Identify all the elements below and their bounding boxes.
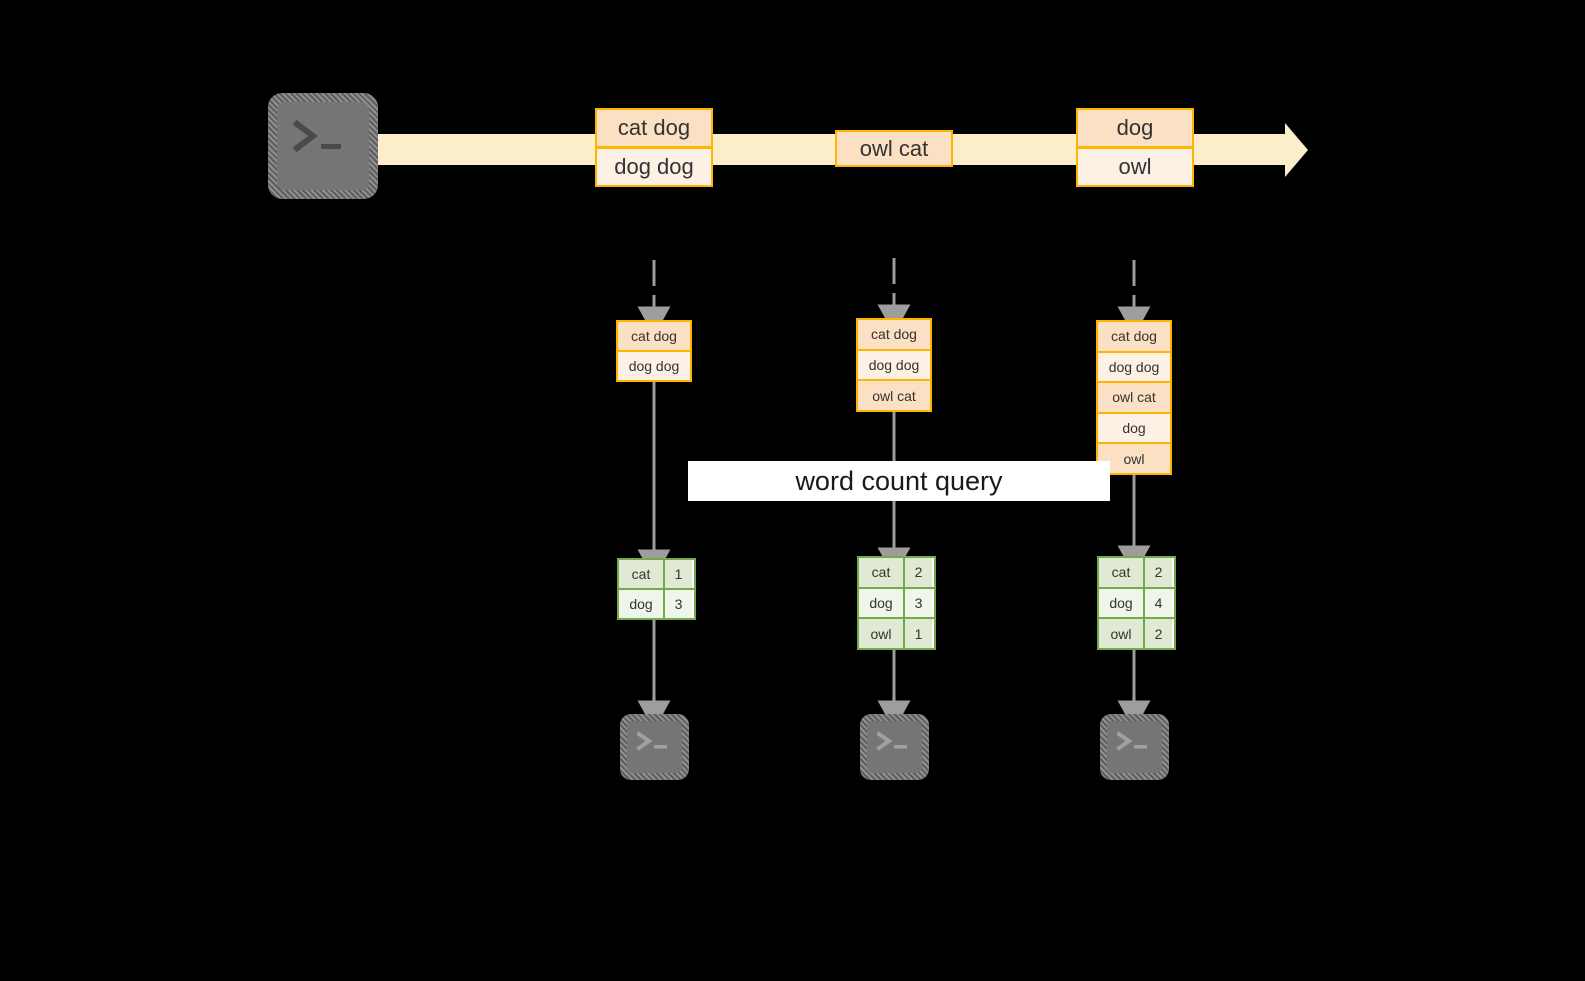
snapshot-row: owl — [1098, 444, 1170, 473]
stream-band-arrowhead — [1285, 123, 1308, 177]
table-cell-count: 1 — [905, 619, 932, 649]
snapshot-row-text: dog dog — [868, 357, 920, 373]
snapshot-row-text: owl — [1123, 450, 1145, 467]
table-cell-count: 2 — [1145, 619, 1172, 649]
table-cell-count: 3 — [905, 588, 932, 618]
query-banner: word count query — [688, 461, 1110, 501]
stream-record[interactable]: dog dog — [595, 147, 713, 187]
snapshot-stack[interactable]: cat dog dog dog owl cat dog owl — [1096, 320, 1172, 475]
terminal-screen — [627, 721, 682, 773]
table-row: cat 2 — [1099, 558, 1174, 589]
table-cell-count: 4 — [1145, 588, 1172, 618]
table-cell-word: cat — [1099, 558, 1145, 587]
snapshot-stack[interactable]: cat dog dog dog owl cat — [856, 318, 932, 412]
snapshot-row: cat dog — [618, 322, 690, 352]
terminal-screen — [867, 721, 922, 773]
snapshot-row: cat dog — [1098, 322, 1170, 353]
stream-record[interactable]: owl — [1076, 147, 1194, 187]
source-terminal-icon[interactable] — [268, 93, 378, 199]
stream-record[interactable]: cat dog — [595, 108, 713, 148]
table-row: cat 2 — [859, 558, 934, 589]
prompt-glyph-icon — [292, 119, 341, 153]
result-table[interactable]: cat 1 dog 3 — [617, 558, 696, 620]
prompt-glyph-icon — [876, 731, 907, 751]
snapshot-row-text: cat dog — [1111, 328, 1157, 345]
snapshot-row-text: dog dog — [628, 358, 680, 374]
snapshot-row-text: cat dog — [631, 328, 677, 344]
table-cell-count: 1 — [665, 560, 692, 588]
table-cell-word: dog — [619, 590, 665, 618]
stream-record-text: cat dog — [617, 115, 691, 140]
terminal-screen — [1107, 721, 1162, 773]
table-cell-word: owl — [1099, 619, 1145, 649]
table-cell-word: owl — [859, 619, 905, 649]
table-row: dog 4 — [1099, 588, 1174, 620]
snapshot-row-text: owl cat — [872, 387, 916, 404]
table-cell-count: 2 — [905, 558, 932, 587]
stream-record-text: owl cat — [859, 135, 929, 161]
table-row: cat 1 — [619, 560, 694, 590]
table-cell-word: dog — [1099, 588, 1145, 618]
prompt-glyph-icon — [1116, 731, 1147, 751]
snapshot-row: cat dog — [858, 320, 930, 351]
snapshot-stack[interactable]: cat dog dog dog — [616, 320, 692, 382]
stream-record[interactable]: owl cat — [835, 130, 953, 167]
table-row: owl 1 — [859, 619, 934, 649]
sink-terminal-icon[interactable] — [860, 714, 929, 780]
result-table[interactable]: cat 2 dog 3 owl 1 — [857, 556, 936, 650]
snapshot-row: owl cat — [858, 381, 930, 411]
prompt-glyph-icon — [636, 731, 667, 751]
table-cell-count: 3 — [665, 590, 692, 618]
table-row: dog 3 — [619, 590, 694, 618]
table-cell-word: cat — [859, 558, 905, 587]
table-row: dog 3 — [859, 588, 934, 620]
snapshot-row-text: owl cat — [1112, 389, 1156, 406]
stream-record-text: dog dog — [614, 154, 694, 179]
snapshot-row-text: cat dog — [871, 326, 917, 343]
table-row: owl 2 — [1099, 619, 1174, 649]
snapshot-row: dog dog — [1098, 352, 1170, 384]
terminal-screen — [277, 102, 369, 190]
snapshot-row: dog dog — [618, 352, 690, 380]
result-table[interactable]: cat 2 dog 4 owl 2 — [1097, 556, 1176, 650]
table-cell-count: 2 — [1145, 558, 1172, 587]
snapshot-row-text: dog — [1122, 420, 1146, 437]
table-cell-word: cat — [619, 560, 665, 588]
stream-record-text: dog — [1116, 115, 1154, 140]
snapshot-row: owl cat — [1098, 383, 1170, 414]
snapshot-row-text: dog dog — [1108, 358, 1160, 375]
stream-record-text: owl — [1118, 154, 1152, 179]
sink-terminal-icon[interactable] — [1100, 714, 1169, 780]
query-banner-label: word count query — [795, 465, 1003, 496]
table-cell-word: dog — [859, 588, 905, 618]
sink-terminal-icon[interactable] — [620, 714, 689, 780]
snapshot-row: dog dog — [858, 350, 930, 382]
snapshot-row: dog — [1098, 413, 1170, 445]
